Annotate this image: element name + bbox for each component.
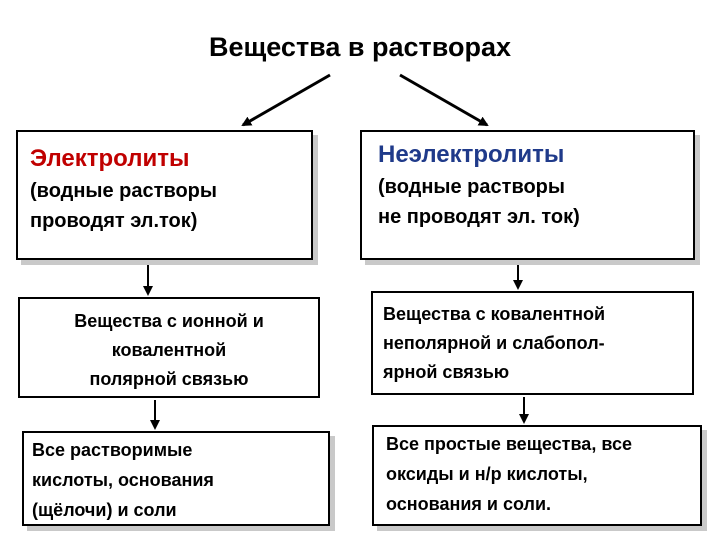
nonelectrolytes-bond-line: ярной связью <box>383 362 510 382</box>
nonelectrolytes-box: Неэлектролиты (водные растворы не провод… <box>360 130 695 260</box>
electrolytes-box: Электролиты (водные растворы проводят эл… <box>16 130 313 260</box>
electrolytes-desc-line2: проводят эл.ток) <box>30 210 198 232</box>
arrow-to-nonelectrolytes <box>399 73 489 127</box>
nonelectrolytes-example-line: Все простые вещества, все <box>386 434 632 454</box>
nonelectrolytes-bond-box: Вещества с ковалентной неполярной и слаб… <box>371 291 694 395</box>
electrolytes-bond-line: Вещества с ионной и <box>74 311 264 331</box>
electrolytes-bond-line: ковалентной <box>111 340 227 360</box>
electrolytes-bond-box: Вещества с ионной и ковалентной полярной… <box>18 297 320 398</box>
electrolytes-bond-line: полярной связью <box>89 369 249 389</box>
nonelectrolytes-heading: Неэлектролиты <box>378 141 565 168</box>
nonelectrolytes-bond-line: Вещества с ковалентной <box>383 304 606 324</box>
nonelectrolytes-examples-box: Все простые вещества, все оксиды и н/р к… <box>372 425 702 526</box>
nonelectrolytes-example-line: оксиды и н/р кислоты, <box>386 464 588 484</box>
diagram-title: Вещества в растворах <box>208 32 512 62</box>
nonelectrolytes-desc-line2: не проводят эл. ток) <box>378 206 580 228</box>
electrolytes-example-line: кислоты, основания <box>32 470 214 490</box>
electrolytes-heading: Электролиты <box>30 145 190 172</box>
nonelectrolytes-desc-line1: (водные растворы <box>378 176 565 198</box>
electrolytes-examples-box: Все растворимые кислоты, основания (щёло… <box>22 431 330 526</box>
electrolytes-example-line: (щёлочи) и соли <box>32 500 177 520</box>
electrolytes-example-line: Все растворимые <box>32 440 193 460</box>
electrolytes-desc-line1: (водные растворы <box>30 180 217 202</box>
arrow-to-electrolytes <box>241 73 331 127</box>
nonelectrolytes-example-line: основания и соли. <box>386 494 552 514</box>
nonelectrolytes-bond-line: неполярной и слабопол- <box>383 333 605 353</box>
